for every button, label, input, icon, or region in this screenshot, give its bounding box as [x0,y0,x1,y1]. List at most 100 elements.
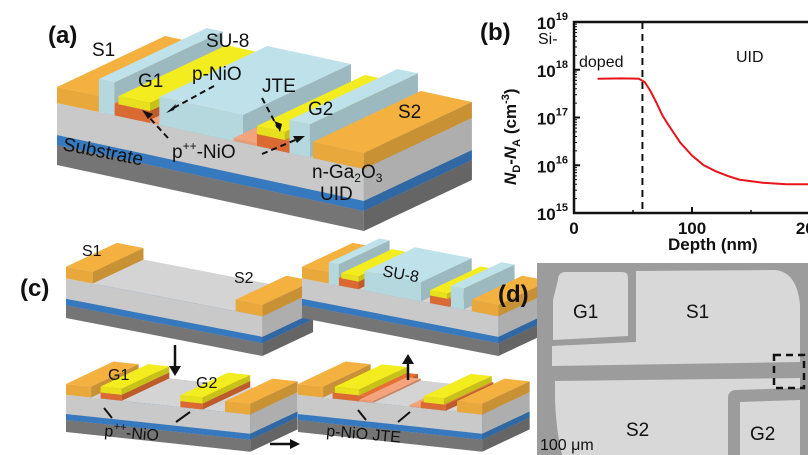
y-tick-label: 1019 [537,11,568,33]
panel-c-step3-jte [298,361,530,452]
pad-s2-side [262,280,314,317]
gate-g1-top [334,364,407,390]
pad-s2-top [471,275,550,305]
substrate-layer-side [262,319,314,357]
uid-layer-side [250,392,298,434]
a-uid-label: UID [320,184,353,205]
pad-s2-top [235,275,314,305]
pad-s2 [457,378,530,415]
gate-g2-top [423,373,492,399]
ppnio-g1-front [114,103,150,123]
c-g1-label: G1 [108,367,129,384]
arrow-ppnio-right [261,137,301,155]
ppnio-g2-side [202,381,251,410]
si-doped-label-1: Si- [538,31,558,48]
pad-s1-front [66,384,92,398]
blue-layer-side [250,411,298,440]
zoom-region-box [772,353,806,390]
y-tick-label: 1018 [537,59,568,81]
arrow-ppnio-g1 [103,407,113,419]
y-axis-label: ND-NA (cm-3) [500,88,523,185]
uid-layer-front [66,278,263,337]
pad-s2 [555,378,800,455]
blue-layer-front [302,298,499,344]
a-jte-label: JTE [262,76,296,97]
gate-g1-front [341,273,359,282]
su8-wall-right-front [450,286,464,310]
arrow-jte [261,97,279,129]
arrowhead [290,439,300,449]
panel-c-step2-ppnio [66,361,298,452]
gate-g2-top [180,372,251,398]
gate-g1-top [100,364,170,389]
jte-right-front [409,405,424,409]
pad-s2 [235,275,314,317]
pad-s2-top [312,91,472,153]
gate-g2-front [423,396,445,405]
a-dashed-arrows [145,85,301,155]
doping-profile-line [597,77,808,186]
substrate-layer-side [498,319,550,357]
su8-wall-left-top [98,28,223,83]
substrate-layer-side [363,160,472,231]
device-schematics [57,28,550,452]
micro-g1-label: G1 [573,302,598,323]
pad-s2-front [457,401,483,415]
scale-bar-label: 100 μm [540,437,594,454]
pad-s1-front [57,87,99,112]
c-s1-label: S1 [82,243,102,260]
substrate-layer-side [250,417,298,452]
panel-c-labels: (c) S1 S2 SU-8 G1 G2 p++-NiO p-NiO JTE [20,243,420,449]
pad-s1 [552,270,800,366]
pad-s2-front [312,142,364,169]
panel-c-step1 [66,242,314,357]
panel-b-label: (b) [480,19,511,46]
substrate-layer-side [482,417,530,452]
ppnio-g2-front [256,134,290,153]
pad-s2-side [482,381,530,415]
uid-layer-side [498,292,550,337]
gate-g2-side [444,376,492,405]
su8-wall-left-top [328,238,390,265]
su8-center-front [364,271,422,302]
blue-layer-side [262,312,314,344]
c-arrowheads [169,354,414,449]
arrow-ppnio-left [145,113,169,139]
gate-g2 [180,372,251,404]
substrate-layer-front [298,420,483,452]
x-axis-label: Depth (nm) [668,235,758,254]
uid-layer-side [363,118,472,201]
gate-g2-front [256,126,285,140]
blue-layer-side [363,150,472,211]
y-tick-label: 1016 [537,154,568,176]
gate-g2 [423,373,492,405]
arrow-pnio [169,85,215,111]
substrate-layer-front [66,305,263,357]
su8-center-top [159,46,351,115]
a-g1-label: G1 [138,71,163,92]
y-tick-label: 1017 [537,107,568,129]
chart-area: 101510161017101810190100200 [537,11,808,238]
c-s2-label: S2 [234,270,254,287]
a-arrowheads [142,104,305,143]
substrate-layer-front [302,305,499,357]
blue-layer-front [57,135,364,211]
panel-c-label: (c) [20,275,49,302]
su8-center-front [159,97,243,143]
pad-s2-front [225,401,251,415]
jte-left-side [373,378,421,403]
gate-g2-front [429,290,448,299]
pad-g1 [553,272,628,340]
su8-wall-right-top [450,262,515,289]
jte-left [359,377,421,403]
blue-layer-side [482,411,530,440]
arrowhead [274,121,282,132]
ppnio-g2-front [429,295,450,307]
gate-g1-top [341,249,410,277]
gate-g2-side [202,375,251,404]
uid-layer-side [262,292,314,337]
pad-s2 [471,275,550,317]
pad-s2-top [457,378,530,404]
gate-g1-side [121,366,170,395]
